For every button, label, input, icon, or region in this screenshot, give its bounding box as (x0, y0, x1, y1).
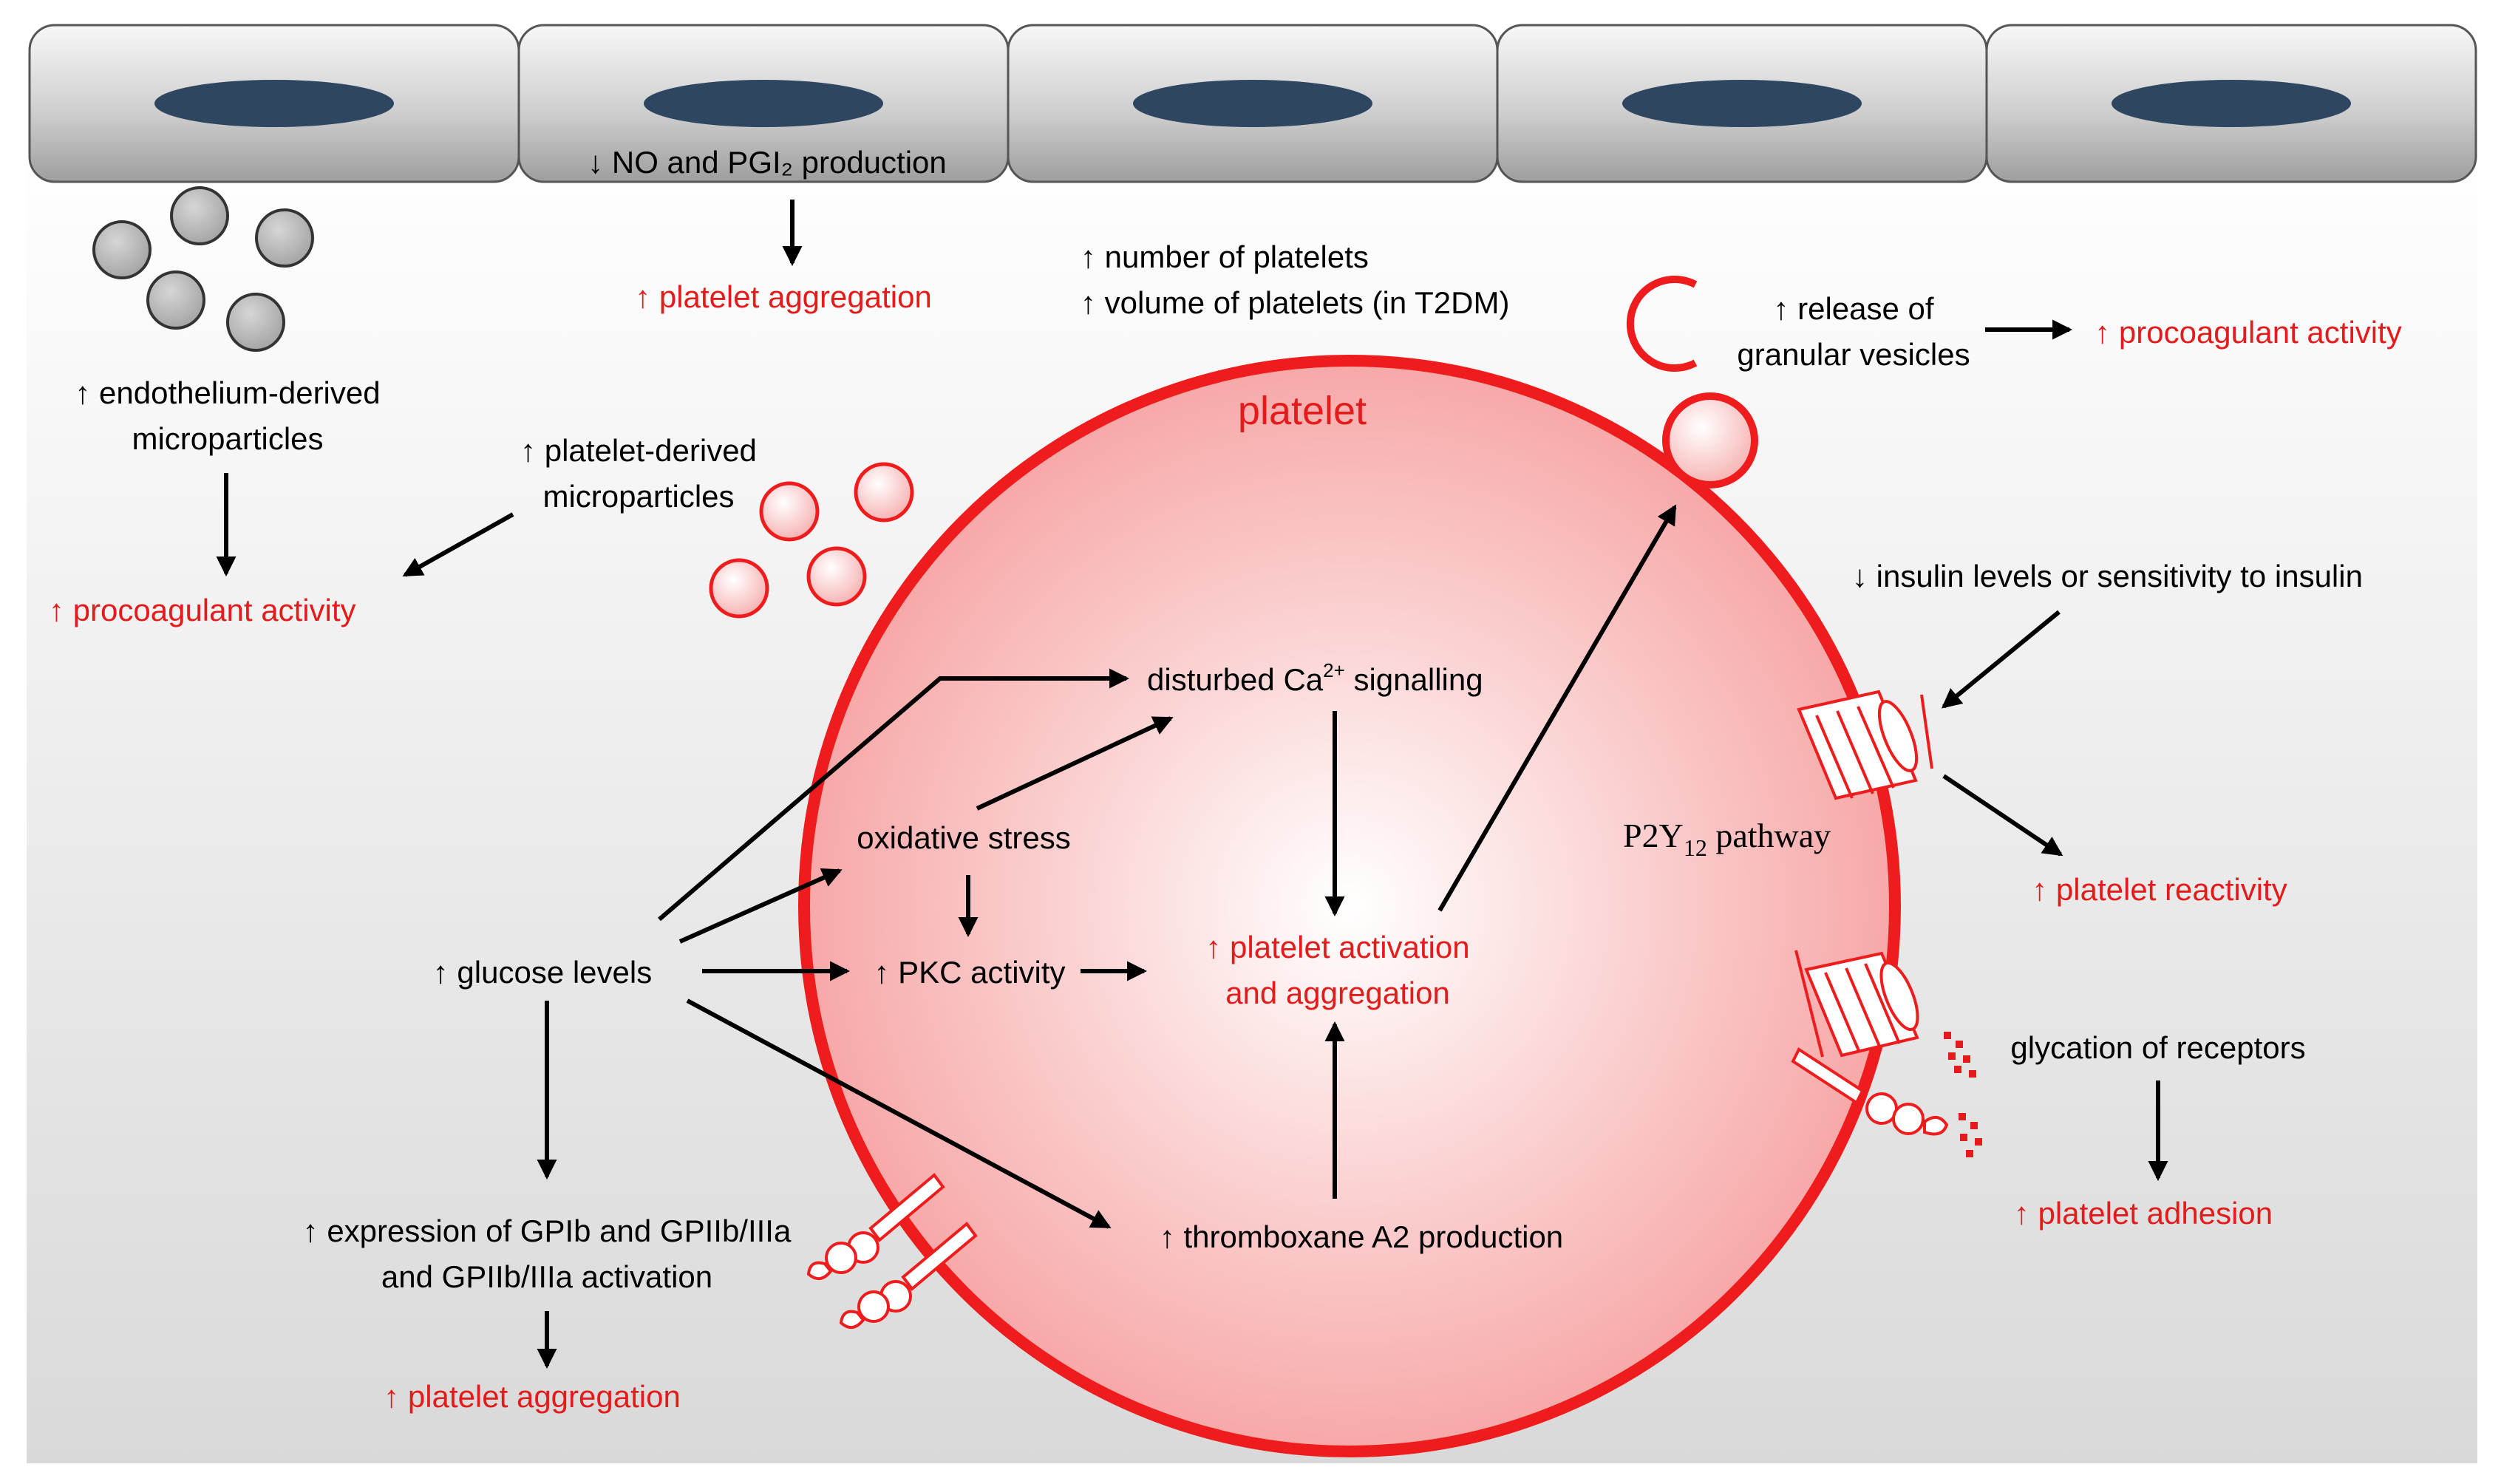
red-microparticle (709, 558, 769, 619)
gray-microparticle (226, 293, 285, 352)
label-calcium: disturbed Ca2+ signalling (1147, 659, 1483, 697)
red-microparticle (759, 481, 820, 542)
gray-microparticle (92, 220, 152, 279)
label-gp-line2: and GPIIb/IIIa activation (381, 1259, 712, 1294)
platelet-body (798, 355, 1901, 1457)
endothelium (28, 24, 2477, 183)
label-p2y12: P2Y12 pathway (1623, 817, 1831, 861)
glycation-sugar-icon (1944, 1032, 1982, 1157)
label-activation-line1: ↑ platelet activation (1205, 930, 1469, 964)
label-volume-platelets: ↑ volume of platelets (in T2DM) (1081, 285, 1509, 320)
label-release-line1: ↑ release of (1773, 291, 1933, 326)
platelet-microparticles (709, 462, 914, 619)
label-platelet-title: platelet (1238, 389, 1367, 433)
label-activation-line2: and aggregation (1225, 976, 1450, 1010)
label-procoag-right: ↑ procoagulant activity (2095, 315, 2402, 350)
label-release-line2: granular vesicles (1737, 337, 1970, 372)
glycated-receptors-icon (1791, 950, 1949, 1136)
label-procoag-left: ↑ procoagulant activity (49, 593, 356, 627)
label-platelet-aggregation-top: ↑ platelet aggregation (635, 279, 932, 314)
gray-microparticle (170, 186, 229, 245)
arrow-activation-to-vesicle (1437, 504, 1677, 912)
arrow-glucose-to-calcium (658, 668, 1130, 922)
gray-microparticle (255, 208, 314, 268)
gray-microparticle (146, 270, 205, 330)
label-pdmp-line1: ↑ platelet-derived (520, 433, 757, 468)
cell-nucleus (1622, 80, 1862, 127)
cell-nucleus (644, 80, 883, 127)
label-thromboxane: ↑ thromboxane A2 production (1160, 1219, 1563, 1254)
red-microparticle (806, 546, 867, 607)
label-endo-line2: microparticles (132, 421, 323, 456)
label-p2y12-main: P2Y (1623, 817, 1684, 854)
gp-receptors-icon (806, 1173, 978, 1329)
label-p2y12-suffix: pathway (1707, 817, 1831, 854)
label-glycation: glycation of receptors (2010, 1030, 2305, 1065)
label-endo-line1: ↑ endothelium-derived (75, 375, 380, 410)
red-microparticle (854, 462, 914, 523)
arrow-pdmp-to-procoag (402, 512, 514, 577)
label-calcium-suffix: signalling (1345, 662, 1483, 697)
arrow-insulin-to-receptor (1941, 610, 2061, 709)
label-gp-line1: ↑ expression of GPIb and GPIIb/IIIa (303, 1214, 792, 1248)
label-number-platelets: ↑ number of platelets (1081, 239, 1369, 274)
p2y12-receptor-icon (1797, 690, 1933, 800)
label-no-pgi2: ↓ NO and PGI₂ production (588, 145, 947, 180)
arrow-glucose-to-oxidative (678, 868, 843, 944)
cell-nucleus (154, 80, 394, 127)
label-pkc: ↑ PKC activity (874, 955, 1065, 990)
label-pdmp-line2: microparticles (542, 479, 734, 514)
label-insulin: ↓ insulin levels or sensitivity to insul… (1852, 559, 2363, 593)
label-reactivity: ↑ platelet reactivity (2032, 872, 2287, 907)
open-vesicle (1626, 276, 1698, 372)
arrows (216, 200, 2168, 1369)
endothelial-microparticles (92, 186, 314, 352)
label-platelet-aggregation-bottom: ↑ platelet aggregation (384, 1379, 681, 1414)
arrow-oxidative-to-calcium (976, 716, 1174, 811)
cell-nucleus (2112, 80, 2351, 127)
label-p2y12-sub: 12 (1684, 834, 1707, 861)
arrow-glucose-to-thromboxane (686, 998, 1112, 1229)
label-glucose: ↑ glucose levels (433, 955, 652, 990)
label-adhesion: ↑ platelet adhesion (2014, 1196, 2273, 1231)
label-oxidative: oxidative stress (857, 820, 1070, 855)
label-calcium-prefix: disturbed Ca (1147, 662, 1324, 697)
cell-nucleus (1133, 80, 1372, 127)
granular-vesicle (1662, 392, 1758, 489)
arrow-receptor-to-reactivity (1942, 774, 2063, 857)
label-calcium-sup: 2+ (1323, 659, 1345, 681)
